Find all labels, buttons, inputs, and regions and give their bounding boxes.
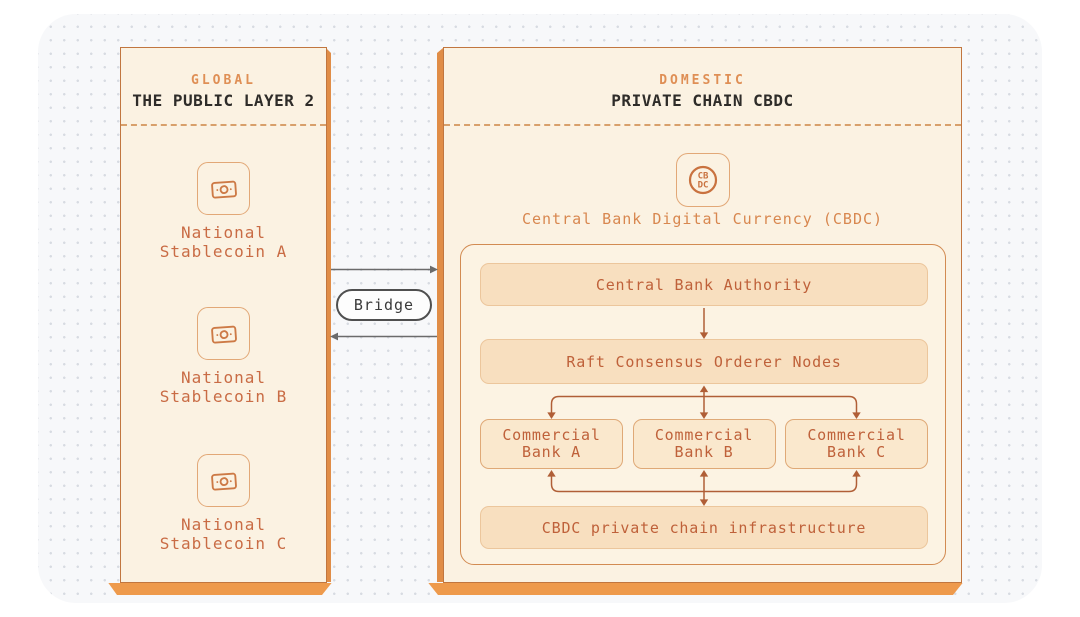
public-panel-base: [108, 583, 332, 596]
banknote-icon: [197, 162, 250, 215]
stablecoin-item-c: National Stablecoin C: [121, 454, 326, 553]
cbdc-icon-bottom-text: DC: [697, 181, 708, 191]
private-chain-container: Central Bank Authority Raft Consensus Or…: [460, 244, 946, 565]
commercial-bank-b-box: Commercial Bank B: [632, 419, 776, 469]
central-bank-authority-box: Central Bank Authority: [480, 263, 928, 306]
bridge-node: Bridge: [336, 289, 432, 321]
stablecoin-label: National Stablecoin C: [159, 515, 288, 553]
cbdc-icon-top-text: CB: [697, 172, 708, 182]
stablecoin-item-b: National Stablecoin B: [121, 307, 326, 406]
public-panel-title: THE PUBLIC LAYER 2: [132, 91, 315, 110]
bridge-label: Bridge: [353, 296, 415, 314]
private-panel-title: PRIVATE CHAIN CBDC: [611, 91, 794, 110]
private-chain-panel: DOMESTIC PRIVATE CHAIN CBDC CB DC Centra…: [443, 47, 962, 583]
cbdc-coin-icon: CB DC: [675, 153, 730, 207]
banknote-icon: [197, 454, 250, 507]
public-panel-divider: [121, 124, 326, 126]
banknote-icon: [197, 307, 250, 360]
public-layer-panel: GLOBAL THE PUBLIC LAYER 2 National Stabl…: [120, 47, 327, 583]
arrow-right-icon: [430, 265, 438, 274]
stablecoin-label: National Stablecoin A: [159, 223, 288, 261]
private-panel-header: DOMESTIC PRIVATE CHAIN CBDC: [444, 73, 961, 110]
cbdc-caption: Central Bank Digital Currency (CBDC): [521, 210, 884, 228]
public-panel-side-edge: [326, 48, 331, 582]
commercial-bank-a-box: Commercial Bank A: [480, 419, 623, 469]
arrow-left-icon: [330, 332, 338, 341]
private-panel-divider: [444, 124, 961, 126]
private-panel-base: [428, 583, 963, 596]
raft-orderer-box: Raft Consensus Orderer Nodes: [480, 339, 928, 384]
stablecoin-label: National Stablecoin B: [159, 368, 288, 406]
commercial-bank-c-box: Commercial Bank C: [785, 419, 928, 469]
stablecoin-item-a: National Stablecoin A: [121, 162, 326, 261]
cbdc-infrastructure-box: CBDC private chain infrastructure: [480, 506, 928, 549]
private-panel-side-edge: [437, 48, 443, 582]
public-panel-eyebrow: GLOBAL: [191, 73, 256, 88]
private-panel-eyebrow: DOMESTIC: [659, 73, 746, 88]
bridge-arrows: [330, 265, 438, 341]
public-panel-header: GLOBAL THE PUBLIC LAYER 2: [121, 73, 326, 110]
